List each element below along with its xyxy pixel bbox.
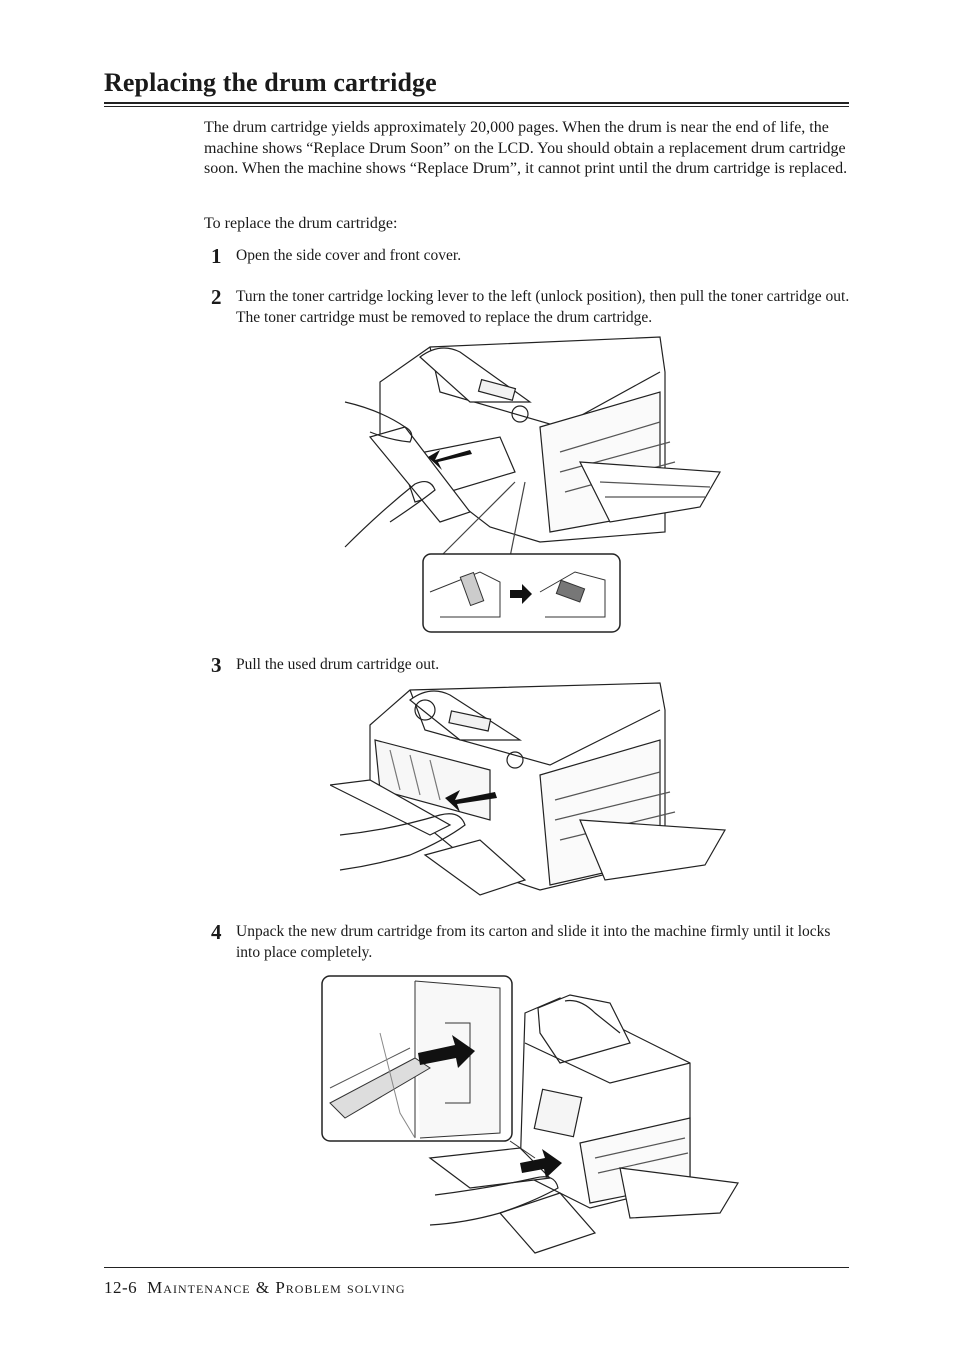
step-2-text: Turn the toner cartridge locking lever t… — [236, 288, 850, 326]
figure-pull-drum — [330, 680, 730, 910]
arrow-icon — [428, 450, 472, 470]
page-number: 12-6 — [104, 1278, 138, 1297]
intro-paragraph: The drum cartridge yields approximately … — [204, 119, 848, 177]
step-3-number: 3 — [211, 653, 222, 677]
step-3-text: Pull the used drum cartridge out. — [236, 656, 440, 673]
title-rule-thin — [104, 106, 849, 107]
step-2-number: 2 — [211, 285, 222, 309]
step-1-text: Open the side cover and front cover. — [236, 247, 462, 264]
lead-in-text: To replace the drum cartridge: — [204, 215, 398, 232]
step-4-text: Unpack the new drum cartridge from its c… — [236, 923, 831, 961]
step-1-number: 1 — [211, 244, 222, 268]
figure-remove-toner — [330, 332, 730, 637]
figure-insert-drum — [320, 973, 745, 1258]
page-title: Replacing the drum cartridge — [104, 68, 437, 97]
step-4-number: 4 — [211, 920, 222, 944]
page-footer: 12-6 Maintenance & Problem solving — [104, 1278, 406, 1298]
title-rule — [104, 102, 849, 104]
section-name: Maintenance & Problem solving — [147, 1278, 406, 1297]
footer-rule — [104, 1267, 849, 1268]
